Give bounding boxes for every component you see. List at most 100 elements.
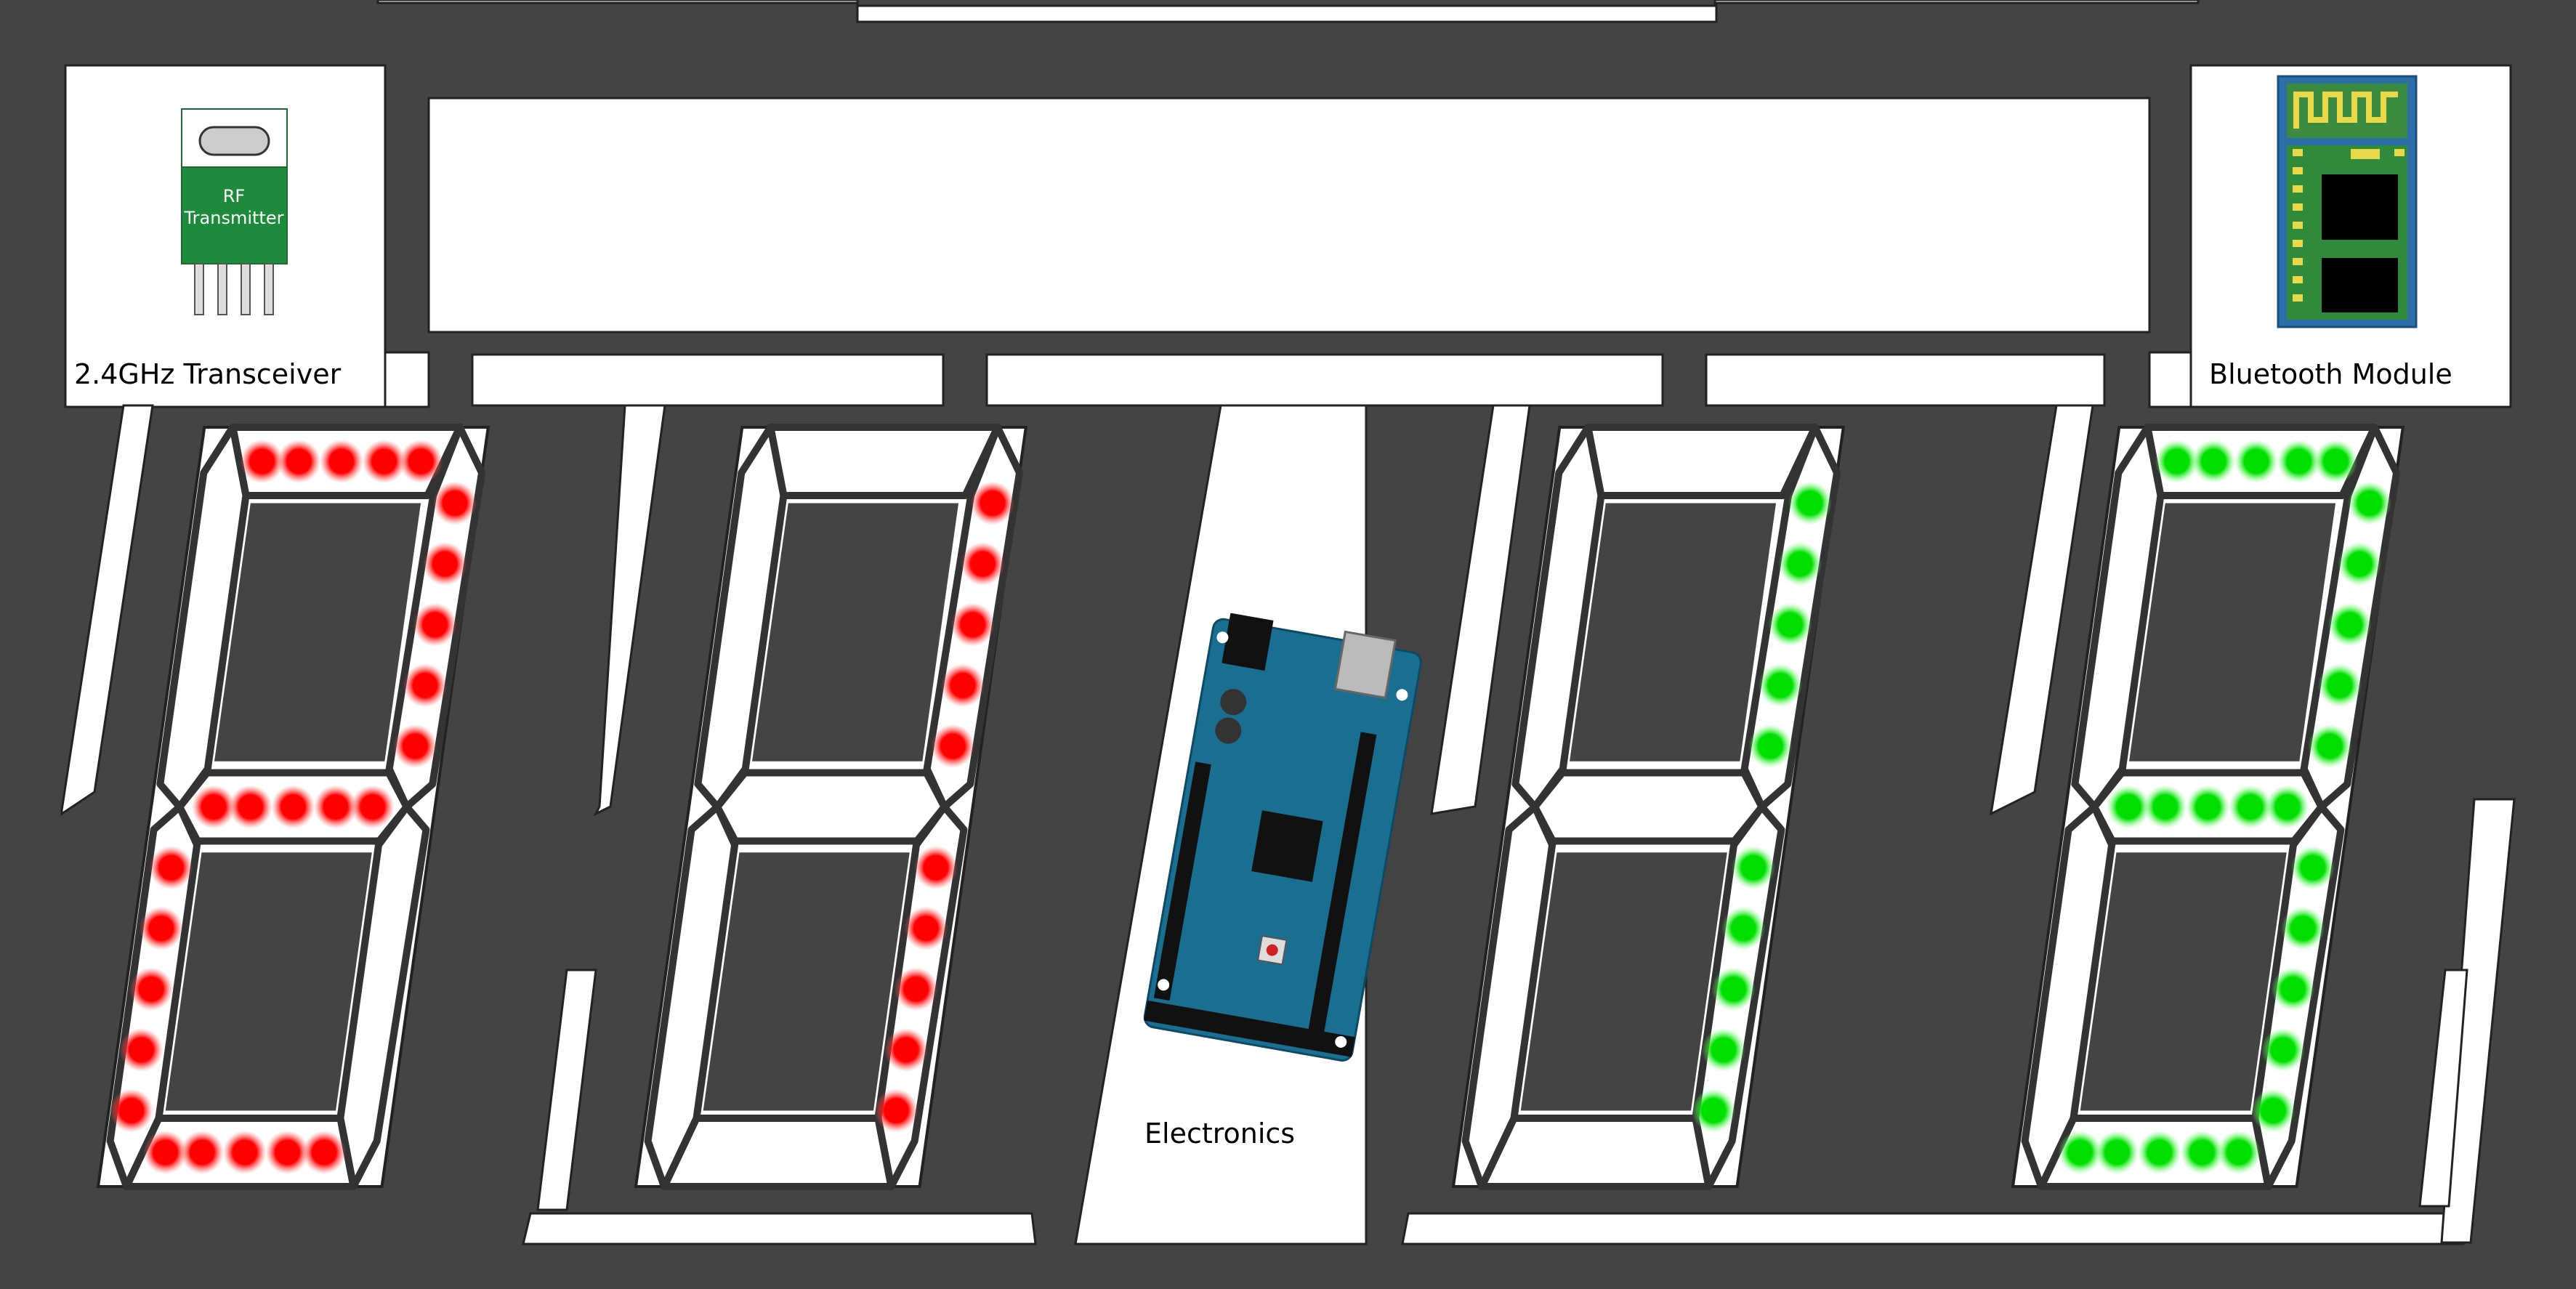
led-green	[2290, 846, 2335, 890]
digit-window	[214, 503, 421, 761]
led-green	[1758, 663, 1802, 708]
led-green	[2095, 1130, 2139, 1174]
mcu-chip-icon	[1251, 810, 1323, 882]
segment-e	[1461, 803, 1556, 1190]
led-green	[1692, 1088, 1736, 1133]
led-green	[2186, 785, 2230, 829]
bt-chip-icon	[2322, 174, 2398, 240]
led-red	[313, 785, 358, 829]
led-green	[2347, 481, 2391, 525]
led-green	[2107, 785, 2151, 829]
segment-a	[1584, 424, 1819, 500]
led-red	[265, 1130, 310, 1174]
led-red	[319, 440, 363, 484]
led-green	[1721, 906, 1766, 950]
led-red	[119, 1027, 163, 1072]
led-green	[2261, 1027, 2305, 1072]
digit-2	[634, 424, 1028, 1190]
led-green	[1748, 724, 1793, 768]
led-red	[192, 785, 236, 829]
antenna-trace-icon	[2293, 92, 2398, 129]
led-red	[432, 481, 477, 525]
led-red	[350, 785, 395, 829]
digit-window	[2080, 852, 2287, 1111]
led-green	[2327, 602, 2372, 647]
led-red	[139, 906, 183, 950]
led-red	[904, 906, 948, 950]
led-green	[1711, 967, 1756, 1011]
bluetooth-module	[2277, 75, 2418, 328]
led-red	[143, 1130, 187, 1174]
seven-segment-digits	[96, 424, 2405, 1190]
segment-a	[767, 424, 1001, 500]
led-red	[399, 440, 443, 484]
digit-4	[2011, 424, 2405, 1190]
led-red	[277, 440, 321, 484]
led-red	[950, 602, 995, 647]
led-green	[2143, 785, 2187, 829]
led-green	[2265, 785, 2309, 829]
led-red	[240, 440, 284, 484]
led-green	[1731, 846, 1775, 890]
digit-window	[165, 852, 372, 1111]
led-green	[1788, 481, 1832, 525]
bluetooth-label: Bluetooth Module	[2209, 358, 2452, 390]
side-rails	[60, 404, 2516, 1244]
led-red	[271, 785, 315, 829]
led-red	[940, 663, 985, 708]
digit-window	[1570, 503, 1777, 761]
led-green	[1768, 602, 1812, 647]
led-red	[423, 542, 467, 586]
led-red	[302, 1130, 347, 1174]
digit-3	[1451, 424, 1846, 1190]
flash-chip-icon	[2322, 258, 2398, 312]
led-green	[2317, 663, 2362, 708]
led-green	[2277, 440, 2321, 484]
led-green	[2234, 440, 2278, 484]
led-green	[2314, 440, 2358, 484]
digit-window	[752, 503, 959, 761]
led-red	[884, 1027, 928, 1072]
led-red	[362, 440, 406, 484]
led-red	[874, 1088, 918, 1133]
rf-module-pins	[194, 263, 274, 315]
led-red	[129, 967, 174, 1011]
digit-window	[703, 852, 910, 1111]
led-green	[2338, 542, 2382, 586]
segment-g	[1531, 769, 1766, 845]
led-red	[403, 663, 447, 708]
segment-d	[1478, 1114, 1713, 1190]
rf-module-line1: RF	[223, 186, 245, 206]
led-green	[2137, 1130, 2181, 1174]
digit-window	[2129, 503, 2336, 761]
usb-port-icon	[1333, 630, 1397, 700]
led-red	[970, 481, 1014, 525]
led-green	[1701, 1027, 1745, 1072]
led-red	[913, 846, 958, 890]
led-red	[961, 542, 1005, 586]
led-red	[222, 1130, 267, 1174]
led-red	[894, 967, 938, 1011]
led-green	[2180, 1130, 2224, 1174]
capacitor-icon	[1220, 689, 1247, 716]
segment-d	[661, 1114, 895, 1190]
led-green	[2155, 440, 2199, 484]
led-red	[228, 785, 272, 829]
rf-module-line2: Transmitter	[184, 208, 284, 228]
led-green	[2251, 1088, 2296, 1133]
digit-1	[96, 424, 490, 1190]
electronics-label: Electronics	[1144, 1118, 1295, 1149]
led-green	[2228, 785, 2272, 829]
arduino-mega-board	[1143, 613, 1422, 1062]
led-green	[2308, 724, 2352, 768]
led-green	[2058, 1130, 2102, 1174]
transceiver-label: 2.4GHz Transceiver	[74, 358, 342, 390]
led-red	[180, 1130, 225, 1174]
led-green	[2281, 906, 2325, 950]
led-green	[2192, 440, 2236, 484]
power-jack-icon	[1222, 613, 1274, 671]
led-green	[2217, 1130, 2261, 1174]
segment-g	[714, 769, 948, 845]
digit-window	[1520, 852, 1727, 1111]
